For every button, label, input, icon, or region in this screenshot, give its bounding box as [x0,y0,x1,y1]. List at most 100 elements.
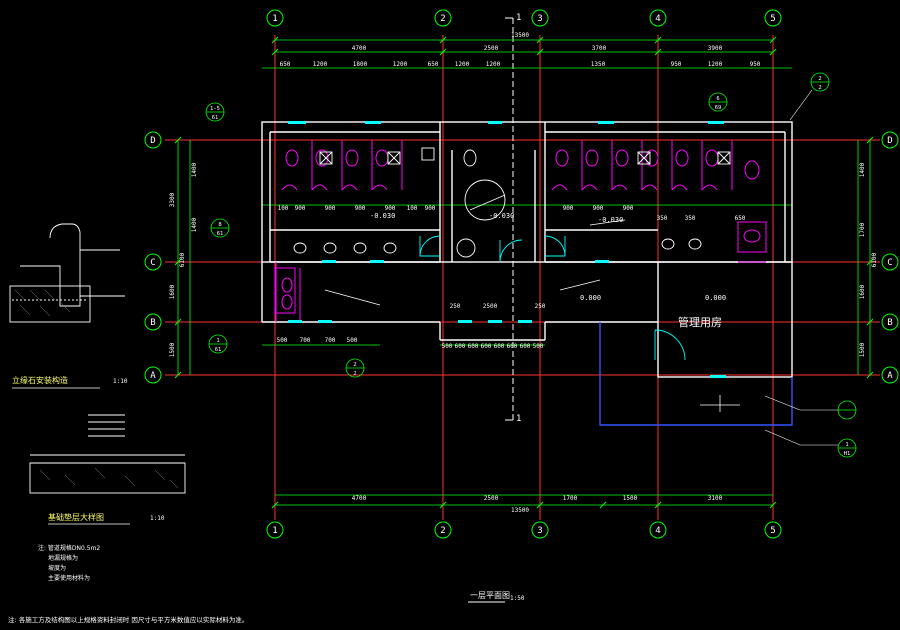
dimension-ticks [174,36,874,509]
room-label-management: 管理用房 [678,315,722,329]
windows [288,121,726,378]
dim-right-total: 6100 [871,252,878,267]
dim-top-span-1: 4700 [352,45,367,52]
section-mark-bottom: 1 [516,414,521,424]
row-label-a-left: A [150,371,156,381]
callout-4-bottom: 2 [818,85,821,91]
curb-detail [9,223,125,323]
dim-right-2: 1700 [859,222,866,237]
slope-arrows [324,194,740,412]
curb-detail-title: 立缘石安装构造 [12,375,68,385]
dimension-text-vertical: 6100 3300 1600 1500 1400 1400 6100 1400 … [169,162,878,357]
dim-row-3: 900 [325,205,336,212]
dim-row-4: 900 [355,205,366,212]
door-swings [419,235,686,361]
callout-5-top: 1 [216,338,219,344]
dim-row-6: 100 [407,205,418,212]
callout-bubbles [205,72,857,458]
dim-row-2: 900 [295,205,306,212]
note-2: 地漏规格为 [48,554,78,562]
dim-right-4: 1500 [859,342,866,357]
level-room-b: -0.030 [598,216,623,224]
paving-detail [29,414,186,494]
level-outside: -0.030 [489,212,514,220]
walls [261,121,793,378]
callout-6-bottom: 2 [353,371,356,377]
dim-rrow-2: 900 [593,205,604,212]
col-label-5-bottom: 5 [770,526,775,536]
dim-bi-1: 500 [442,343,453,350]
dim-bottom-total: 13500 [511,507,529,514]
row-labels: D C B A D C B A [150,136,893,381]
row-label-c-left: C [150,258,155,268]
axis-lines [165,35,880,520]
col-label-2-top: 2 [440,14,445,24]
callout-3-bottom: 69 [715,105,722,111]
dim-seg-10: 1200 [708,61,723,68]
dim-right-3: 1600 [859,284,866,299]
dim-bi-3: 600 [468,343,479,350]
dim-seg-11: 950 [750,61,761,68]
dim-row-1: 100 [278,205,289,212]
dim-bi-5: 600 [494,343,505,350]
dim-left-2: 1600 [169,284,176,299]
row-label-d-right: D [887,136,892,146]
col-label-1-top: 1 [272,14,277,24]
dim-rrow-3: 900 [623,205,634,212]
dim-left-total: 6100 [179,252,186,267]
dim-top-span-2: 2500 [484,45,499,52]
notes-block: 注: 管道规格DN0.5m2 地漏规格为 坡度为 主要使用材料为 [38,544,100,582]
callout-1-top: 1-5 [210,106,220,112]
dim-top-span-4: 3900 [708,45,723,52]
dim-left-3: 1500 [169,342,176,357]
stall-partitions [274,140,767,322]
sinks-and-drains [293,147,731,258]
dim-bi-8: 500 [533,343,544,350]
callout-2-bottom: 61 [217,231,224,237]
dim-bottom-span-1: 4700 [352,495,367,502]
dimension-text: 13500 4700 2500 3700 3900 650 1200 1800 … [277,32,761,514]
dim-mid-2: 250 [450,303,461,310]
note-1: 注: 管道规格DN0.5m2 [38,544,100,552]
note-3: 坡度为 [48,564,66,572]
dim-seg-1: 650 [280,61,291,68]
callout-5-bottom: 61 [215,347,222,353]
callout-3-top: 6 [716,96,719,102]
ramp-outline [599,322,793,426]
level-mgmt: 0.000 [705,294,726,302]
callout-4-top: 2 [818,76,821,82]
toilet-fixtures [281,149,761,310]
dim-rrow-1: 900 [563,205,574,212]
row-label-d-left: D [150,136,155,146]
row-label-b-right: B [887,318,892,328]
dim-seg-5: 650 [428,61,439,68]
column-labels: 1 2 3 4 5 1 2 3 4 5 [272,14,775,536]
column-bubbles-top [266,9,782,27]
dim-bi-6: 600 [507,343,518,350]
dim-seg-6: 1200 [455,61,470,68]
dim-bottom-span-5: 3100 [708,495,723,502]
dim-bottom-span-4: 1500 [623,495,638,502]
col-label-3-bottom: 3 [537,526,542,536]
dim-left-in-1: 1400 [191,162,198,177]
dim-cor-1: 500 [277,337,288,344]
dim-mid-3: 250 [535,303,546,310]
dim-seg-9: 950 [671,61,682,68]
dim-bottom-span-2: 2500 [484,495,499,502]
dim-left-in-2: 1400 [191,217,198,232]
curb-hatch [14,289,71,317]
ramp-magenta [275,261,766,322]
level-room-a: -0.030 [370,212,395,220]
row-label-a-right: A [887,371,893,381]
dim-rrow-5: 350 [685,215,696,222]
curb-detail-scale: 1:10 [113,378,128,385]
row-label-b-left: B [150,318,155,328]
dim-rrow-4: 350 [657,215,668,222]
callout-7-bottom: H1 [844,451,851,457]
footer-note: 注: 各施工方及结构图以上规格资料封闭时 因尺寸与平方米数值应以实际材料为准。 [8,615,248,624]
dim-top-span-3: 3700 [592,45,607,52]
dim-seg-8: 1350 [591,61,606,68]
dim-bi-7: 600 [520,343,531,350]
dim-cor-2: 700 [300,337,311,344]
